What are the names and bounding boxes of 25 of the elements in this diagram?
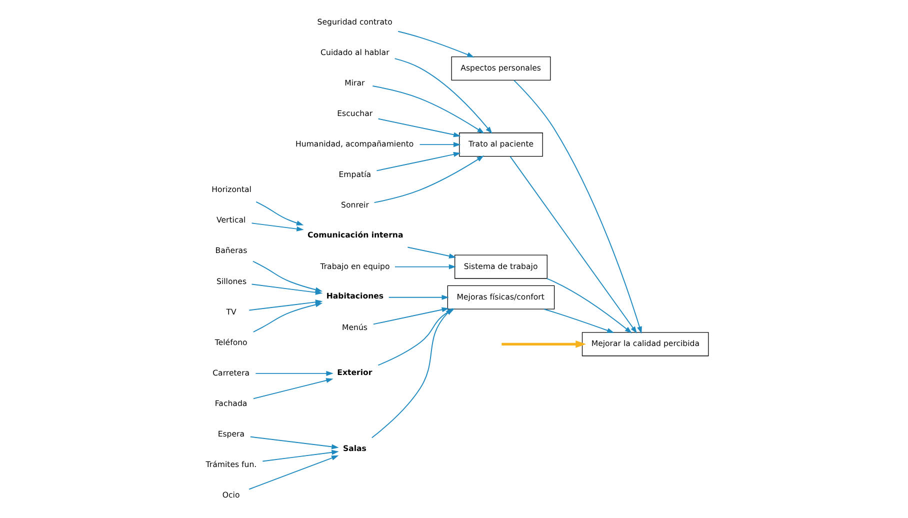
arrow	[509, 156, 637, 334]
arrow	[542, 308, 614, 333]
arrow	[249, 436, 338, 450]
arrow	[372, 307, 448, 325]
arrow	[376, 152, 460, 172]
arrow	[394, 58, 492, 134]
arrow	[372, 86, 484, 134]
arrow	[255, 201, 304, 226]
arrow	[418, 142, 460, 148]
arrow	[406, 246, 456, 258]
arrow	[546, 278, 632, 334]
arrow	[254, 370, 333, 376]
arrow	[250, 222, 304, 232]
arrow	[388, 294, 448, 300]
arrow	[501, 340, 586, 348]
arrow	[513, 80, 642, 334]
arrow	[377, 118, 460, 138]
arrow	[370, 308, 452, 438]
arrow	[394, 264, 456, 270]
arrow	[262, 450, 338, 462]
arrow	[252, 378, 333, 400]
arrow	[373, 156, 484, 204]
arrow	[252, 302, 322, 332]
arrow	[397, 30, 474, 58]
arrow	[248, 455, 338, 490]
